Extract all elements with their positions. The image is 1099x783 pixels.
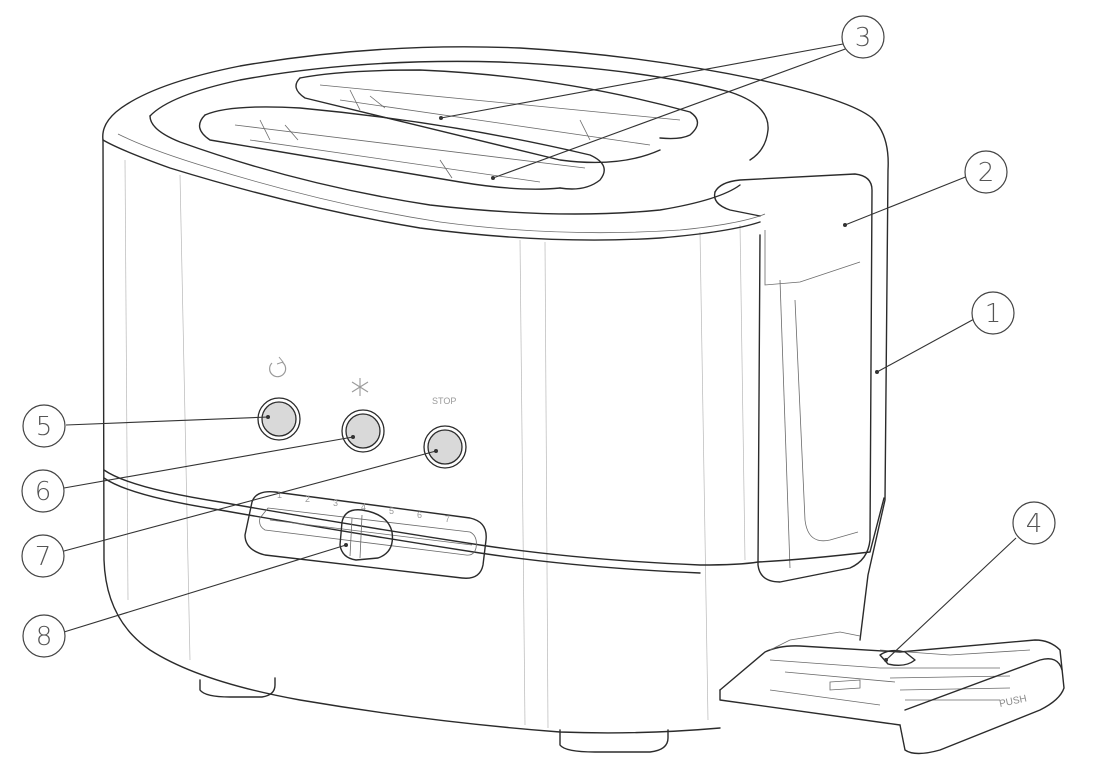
callout-6: 6 bbox=[21, 469, 65, 513]
svg-text:7: 7 bbox=[35, 542, 52, 572]
callout-2: 2 bbox=[964, 150, 1008, 194]
browning-level-2: 2 bbox=[305, 494, 310, 504]
tray-push-label: PUSH bbox=[998, 693, 1027, 710]
browning-level-3: 3 bbox=[333, 498, 338, 508]
browning-level-7: 7 bbox=[445, 514, 450, 524]
reheat-button[interactable] bbox=[257, 397, 301, 441]
svg-text:1: 1 bbox=[985, 299, 1002, 329]
svg-text:2: 2 bbox=[978, 158, 995, 188]
toaster-body bbox=[102, 46, 889, 753]
svg-text:3: 3 bbox=[855, 23, 872, 53]
callout-4: 4 bbox=[1012, 501, 1056, 545]
callout-5: 5 bbox=[22, 404, 66, 448]
stop-button[interactable] bbox=[423, 425, 467, 469]
browning-level-5: 5 bbox=[389, 506, 394, 516]
callout-8: 8 bbox=[22, 614, 66, 658]
callout-7: 7 bbox=[21, 534, 65, 578]
svg-text:4: 4 bbox=[1026, 509, 1043, 539]
callout-3: 3 bbox=[841, 15, 885, 59]
callout-1: 1 bbox=[971, 291, 1015, 335]
browning-level-1: 1 bbox=[277, 490, 282, 500]
browning-slider-track bbox=[244, 491, 487, 579]
crumb-tray bbox=[719, 631, 1065, 755]
leader-lines bbox=[63, 43, 1017, 662]
browning-scale: 1 2 3 4 5 6 7 bbox=[277, 490, 450, 524]
svg-text:5: 5 bbox=[36, 412, 53, 442]
reheat-icon bbox=[269, 356, 287, 378]
defrost-icon bbox=[351, 378, 369, 396]
svg-text:8: 8 bbox=[36, 622, 53, 652]
browning-level-4: 4 bbox=[361, 502, 366, 512]
defrost-button[interactable] bbox=[341, 409, 385, 453]
svg-text:6: 6 bbox=[35, 477, 52, 507]
stop-label: STOP bbox=[432, 396, 456, 406]
browning-level-6: 6 bbox=[417, 510, 422, 520]
browning-knob[interactable] bbox=[339, 509, 394, 561]
